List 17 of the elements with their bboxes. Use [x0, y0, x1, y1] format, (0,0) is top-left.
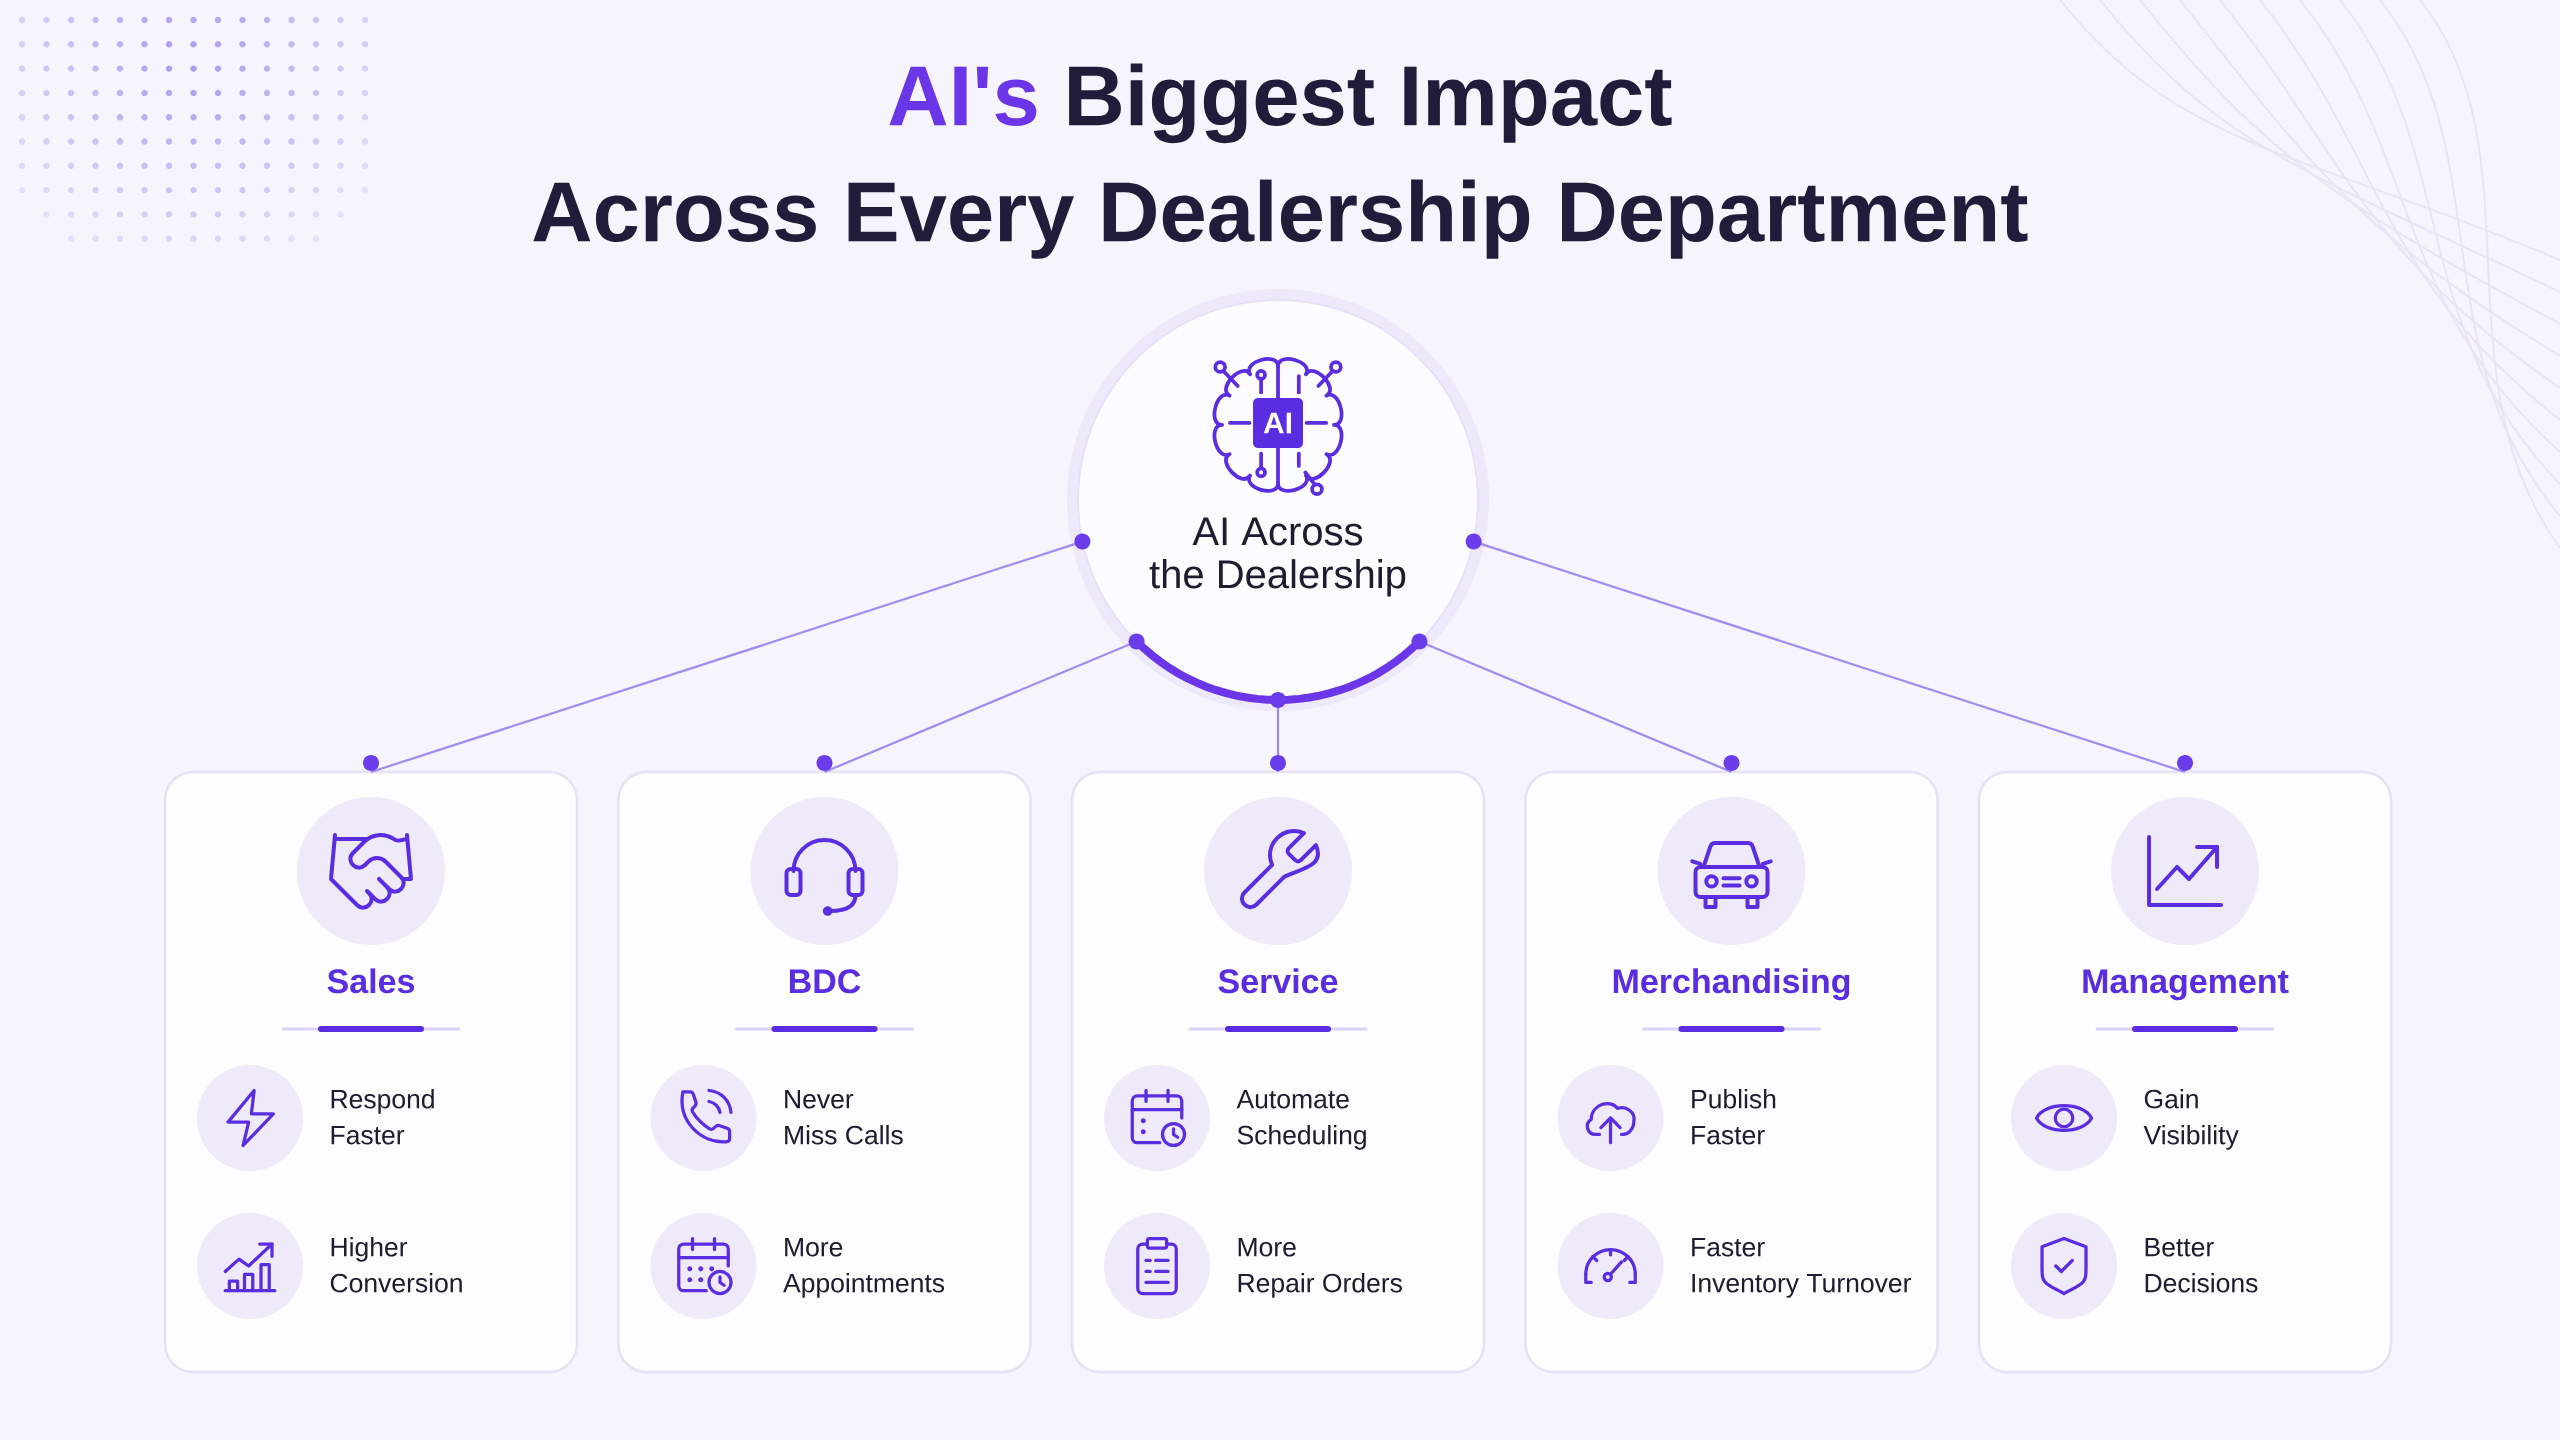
- department-heading: Merchandising: [1613, 968, 1850, 1001]
- benefit-text: Better Decisions: [2145, 1237, 2258, 1293]
- benefit-text: Publish Faster: [1692, 1089, 1776, 1145]
- benefit-text: Automate Scheduling: [1236, 1089, 1366, 1150]
- benefit-text: Higher Conversion: [330, 1237, 462, 1293]
- benefit-text: Faster Inventory Turnover: [1692, 1237, 1911, 1298]
- department-heading: BDC: [789, 969, 861, 994]
- department-heading: Sales: [327, 968, 415, 994]
- benefit-text: Gain Visibility: [2143, 1089, 2239, 1150]
- benefit-text: Respond Faster: [331, 1089, 434, 1145]
- benefit-text: Never Miss Calls: [785, 1089, 903, 1145]
- department-heading: Management: [2083, 969, 2289, 1001]
- ai-chip: AI: [1253, 398, 1303, 448]
- title: AI's Biggest Impact Across Every Dealership Department: [533, 63, 2028, 259]
- benefit-text: More Appointments: [783, 1237, 945, 1298]
- benefit-text: More Repair Orders: [1238, 1237, 1402, 1298]
- department-heading: Service: [1218, 968, 1338, 994]
